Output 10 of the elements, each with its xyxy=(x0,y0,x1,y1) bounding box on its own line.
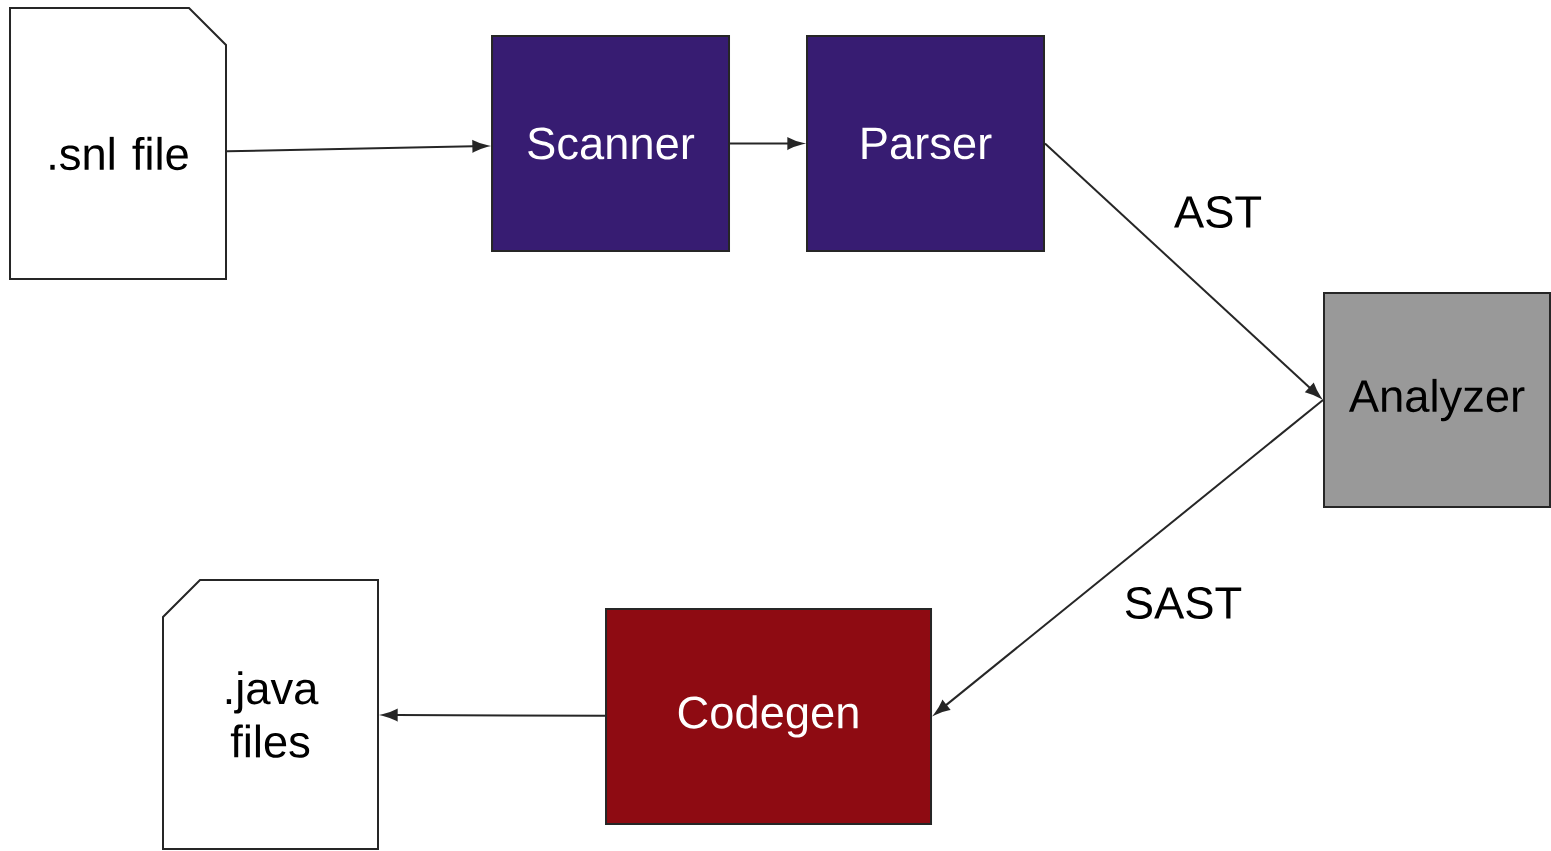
process-box: Codegen xyxy=(605,608,932,825)
process-box: Analyzer xyxy=(1323,292,1551,508)
arrow xyxy=(1044,142,1321,399)
edge-label: AST xyxy=(1171,193,1265,231)
process-box: Scanner xyxy=(491,35,730,252)
edge-label: SAST xyxy=(1121,584,1245,622)
arrow xyxy=(382,709,606,721)
process-box: Parser xyxy=(806,35,1045,252)
arrow xyxy=(226,140,488,153)
arrow xyxy=(934,399,1324,715)
